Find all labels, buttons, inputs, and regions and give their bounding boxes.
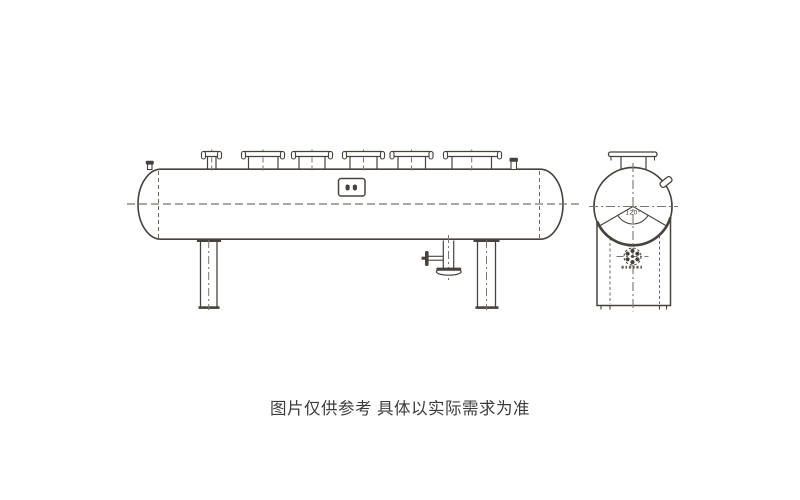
top-nozzle-3 xyxy=(290,149,334,172)
top-nozzle-6 xyxy=(442,149,503,172)
angle-annotation: 120° xyxy=(599,206,667,227)
drain-flange xyxy=(436,267,462,271)
end-stub-tab xyxy=(659,175,673,189)
support-leg-right xyxy=(473,239,500,310)
side-view xyxy=(127,149,581,310)
branch-stem xyxy=(421,256,425,260)
top-nozzle-5 xyxy=(389,149,434,172)
end-top-nozzle xyxy=(607,151,658,170)
branch-flange xyxy=(425,251,429,266)
caption-text: 图片仅供参考 具体以实际需求为准 xyxy=(269,400,531,418)
stub-fitting-left xyxy=(145,160,154,171)
drain-nozzle xyxy=(421,235,462,280)
top-nozzle-2 xyxy=(240,149,286,172)
angle-label: 120° xyxy=(625,209,641,217)
stub-fitting-right xyxy=(509,157,518,171)
saddle-contact-arc xyxy=(596,217,672,247)
top-nozzle-4 xyxy=(341,149,386,172)
bolt-circle-detail xyxy=(616,247,649,269)
top-nozzle-1 xyxy=(200,149,223,172)
nameplate-rivet-left xyxy=(345,184,350,191)
support-leg-left xyxy=(197,239,221,310)
end-support-stand xyxy=(596,217,672,310)
nameplate xyxy=(337,177,366,197)
detail-micro-marks xyxy=(621,265,642,269)
nameplate-rivet-right xyxy=(352,184,357,191)
end-view: 120° xyxy=(589,151,678,312)
